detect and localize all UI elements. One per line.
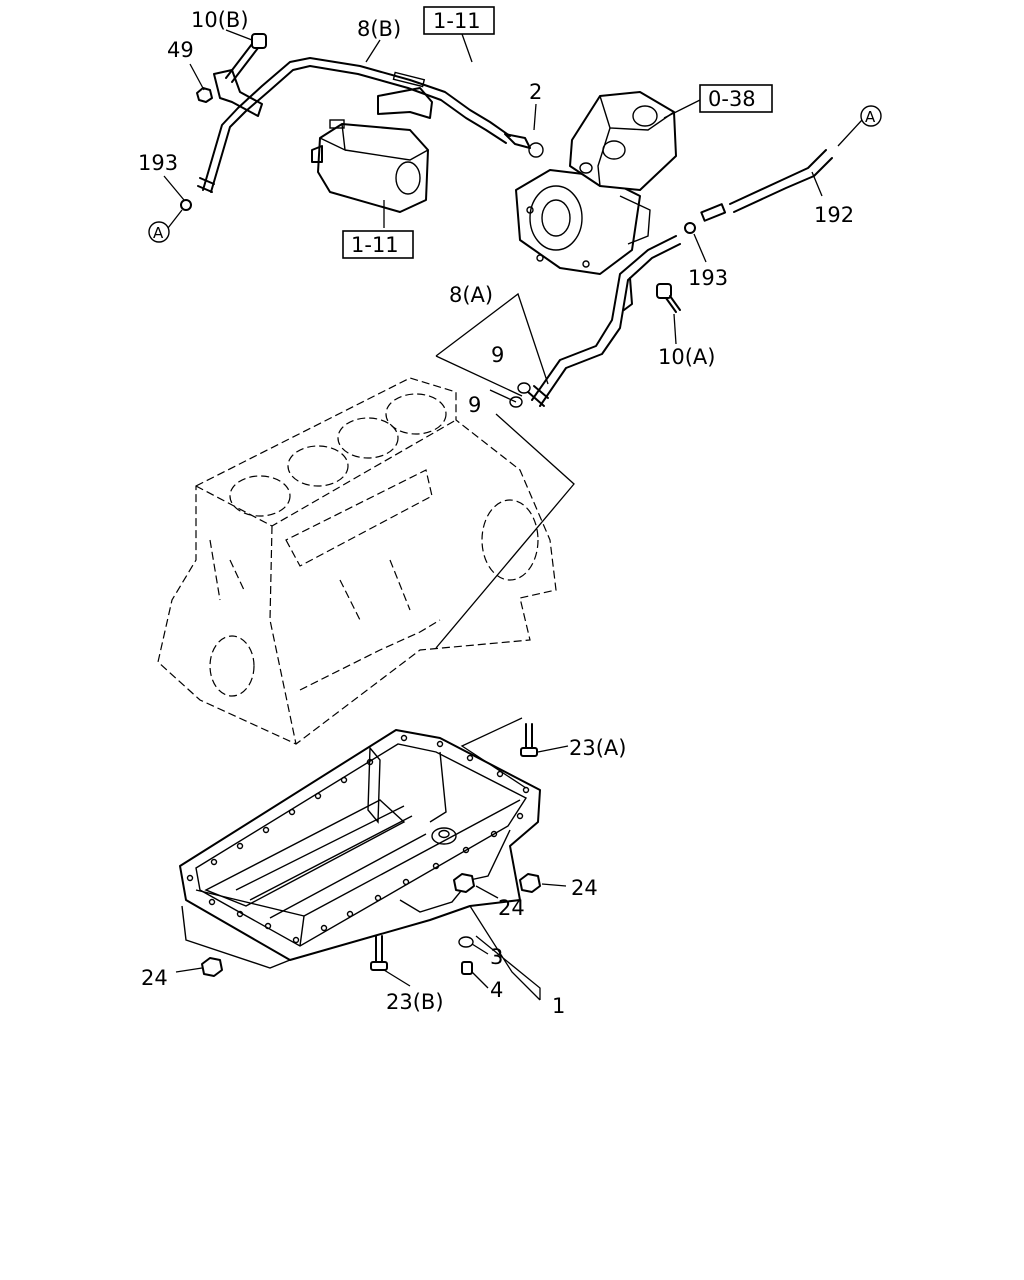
o-ring-9-pair (509, 382, 531, 408)
label-washer-3: 3 (490, 945, 503, 969)
label-callout-a-right: A (865, 108, 876, 126)
clip-193-left (180, 199, 192, 211)
label-bolt-23b: 23(B) (386, 990, 444, 1014)
ref-box-1-11-mid (342, 230, 414, 259)
hose-192 (700, 149, 833, 222)
label-nut-49: 49 (167, 38, 194, 62)
leader-lines (163, 29, 863, 1001)
nut-24-mid (453, 873, 475, 893)
oil-pan (179, 729, 541, 969)
clip-193-right (684, 222, 696, 234)
callout-a-right-circle (860, 105, 882, 127)
label-nut-24-right: 24 (571, 876, 598, 900)
label-ref-0-38: 0-38 (708, 87, 756, 111)
bolt-23a (520, 723, 538, 757)
label-pipe-8a: 8(A) (449, 283, 493, 307)
component-1-11 (311, 119, 429, 213)
label-callout-a-left: A (153, 224, 164, 242)
cylinder-block (157, 377, 557, 745)
label-fitting-2: 2 (529, 80, 542, 104)
nut-49 (196, 87, 213, 103)
label-oring-9-upper: 9 (491, 343, 504, 367)
label-bolt-23a: 23(A) (569, 736, 626, 760)
ref-box-0-38 (699, 84, 773, 113)
label-nut-24-left: 24 (141, 966, 168, 990)
label-plug-4: 4 (490, 978, 503, 1002)
label-ref-1-11-top: 1-11 (433, 9, 481, 33)
label-bolt-10b: 10(B) (191, 8, 249, 32)
bolt-10b (225, 33, 267, 83)
label-hose-192: 192 (814, 203, 854, 227)
label-clip-193-right: 193 (688, 266, 728, 290)
label-clip-193-left: 193 (138, 151, 178, 175)
nut-24-left (201, 957, 223, 977)
washer-3 (458, 936, 474, 948)
label-bolt-10a: 10(A) (658, 345, 715, 369)
ref-box-1-11-top (423, 6, 495, 35)
label-oil-pan-1: 1 (552, 994, 565, 1018)
bolt-23b (370, 935, 388, 971)
drain-plug-4 (461, 961, 473, 975)
nut-24-right (519, 873, 541, 893)
mounting-bracket (213, 69, 433, 119)
label-pipe-8b: 8(B) (357, 17, 401, 41)
oil-pipe-8a (527, 235, 681, 407)
air-compressor (515, 91, 677, 275)
label-nut-24-mid: 24 (498, 896, 525, 920)
oil-pipe-8b (197, 57, 544, 193)
label-ref-1-11-mid: 1-11 (351, 233, 399, 257)
callout-a-left-circle (148, 221, 170, 243)
bolt-10a (656, 283, 681, 313)
label-oring-9-lower: 9 (468, 393, 481, 417)
